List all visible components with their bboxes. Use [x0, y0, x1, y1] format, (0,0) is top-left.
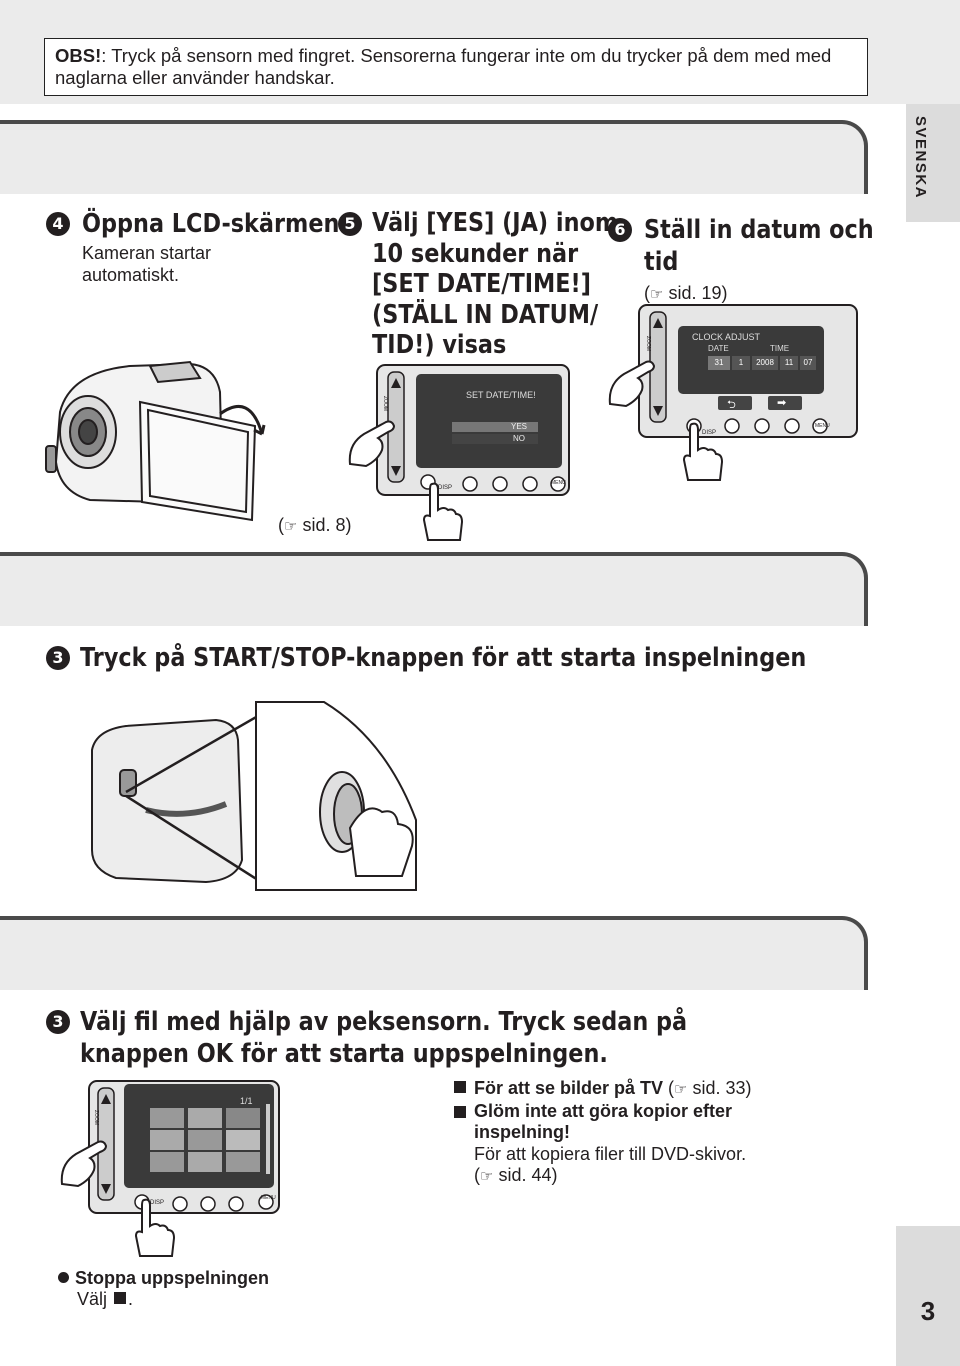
start-stop-illustration [91, 701, 417, 891]
hand-touch-icon [422, 482, 464, 541]
pointing-hand-icon: ☞ [480, 1168, 494, 1185]
step-number: 5 [338, 212, 362, 236]
step-title: Tryck på START/STOP-knappen för att star… [80, 643, 807, 673]
hand-pointing-icon [608, 360, 656, 408]
step-title: Välj [YES] (JA) inom 10 sekunder när [SE… [372, 208, 618, 361]
copy-text: För att kopiera filer till DVD-skivor. [474, 1143, 747, 1164]
playback-page-indicator: 1/1 [240, 1096, 253, 1106]
screen5-option-yes[interactable]: YES [510, 422, 527, 431]
camcorder-illustration [45, 360, 266, 522]
stop-square-icon [114, 1292, 127, 1304]
hand-pointing-icon [60, 1140, 108, 1188]
step-number: 3 [46, 646, 70, 670]
step-title: Välj fil med hjälp av peksensorn. Tryck … [80, 1006, 687, 1070]
page-number: 3 [920, 1296, 936, 1326]
screen6-minute-field[interactable]: 07 [803, 358, 813, 367]
stop-title: Stoppa uppspelningen [58, 1268, 269, 1289]
disp-label: DISP [438, 485, 453, 491]
title-line: [SET DATE/TIME!] [372, 269, 591, 299]
title-line: Välj [YES] (JA) inom [372, 208, 619, 238]
step-ref: (☞ sid. 19) [644, 283, 728, 303]
step4-ref: (☞ sid. 8) [278, 515, 352, 535]
title-line: (STÄLL IN DATUM/ [372, 299, 599, 330]
note-text: : Tryck på sensorn med fingret. Sensorer… [55, 45, 832, 88]
page-number-bar [896, 1226, 960, 1366]
tip-backup: Glöm inte att göra kopior efter inspelni… [454, 1101, 874, 1144]
screen6-title: CLOCK ADJUST [692, 332, 761, 342]
step-title: Öppna LCD-skärmen [82, 209, 340, 239]
title-line: 10 sekunder när [372, 238, 579, 269]
step-6: 6 Ställ in datum och tid (☞ sid. 19) [608, 214, 960, 306]
note-label: OBS! [55, 45, 102, 66]
language-label: SVENSKA [912, 116, 929, 200]
zoom-label: ZOOM [93, 1110, 99, 1125]
step-5: 5 Välj [YES] (JA) inom 10 sekunder när [… [338, 208, 658, 361]
section-bar-3 [0, 916, 868, 990]
section-bar-2 [0, 552, 868, 626]
bullet-icon [58, 1272, 69, 1283]
square-bullet-icon [454, 1081, 466, 1093]
screen6-time-label: TIME [770, 344, 790, 353]
stop-body: Välj . [77, 1289, 134, 1309]
zoom-label: ZOOM [382, 396, 388, 411]
tips-block: För att se bilder på TV (☞ sid. 33) Glöm… [454, 1078, 874, 1188]
zoom-label: ZOOM [645, 336, 651, 351]
stop-playback: Stoppa uppspelningen Välj . [58, 1268, 269, 1310]
square-bullet-icon [454, 1105, 466, 1118]
copy-ref: (☞ sid. 44) [474, 1165, 558, 1185]
title-line: knappen OK för att starta uppspelningen. [80, 1039, 608, 1069]
back-arrow-icon[interactable]: ⮌ [727, 399, 736, 411]
screen6-date-label: DATE [708, 344, 729, 353]
section2-step-3: 3 Tryck på START/STOP-knappen för att st… [46, 642, 925, 674]
device-panel-playback [88, 1080, 280, 1214]
menu-button[interactable]: MENU [261, 1195, 276, 1201]
step-body: Kameran startar automatiskt. [82, 243, 212, 285]
forward-arrow-icon[interactable]: ➡ [777, 397, 787, 409]
note-box: OBS!: Tryck på sensorn med fingret. Sens… [44, 38, 868, 96]
language-tab: SVENSKA [906, 104, 960, 222]
screen6-year-field[interactable]: 2008 [756, 358, 774, 367]
step-number: 3 [46, 1010, 70, 1034]
section3-step-3: 3 Välj fil med hjälp av peksensorn. Tryc… [46, 1006, 786, 1070]
screen6-month-field[interactable]: 1 [738, 358, 744, 367]
hand-touch-icon [134, 1198, 176, 1257]
device-panel-step5 [376, 364, 570, 496]
pointing-hand-icon: ☞ [284, 518, 298, 535]
hand-pointing-icon [348, 420, 396, 468]
menu-button[interactable]: MENU [551, 480, 566, 486]
step-number: 4 [46, 212, 70, 236]
device-panel-step6 [638, 304, 858, 438]
disp-label: DISP [150, 1200, 165, 1206]
pointing-hand-icon: ☞ [674, 1081, 688, 1098]
step-title: Ställ in datum och tid [644, 215, 874, 277]
screen6-hour-field[interactable]: 11 [784, 358, 794, 367]
title-line: TID!) visas [372, 330, 507, 360]
step-number: 6 [608, 218, 632, 242]
screen5-option-no[interactable]: NO [513, 434, 525, 443]
section-bar-1 [0, 120, 868, 194]
tip-tv: För att se bilder på TV (☞ sid. 33) [454, 1078, 874, 1101]
hand-touch-icon [682, 422, 724, 481]
menu-button[interactable]: MENU [815, 423, 830, 429]
pointing-hand-icon: ☞ [650, 286, 664, 303]
screen6-day-field[interactable]: 31 [714, 358, 724, 367]
screen5-title: SET DATE/TIME! [466, 390, 536, 400]
disp-label: DISP [702, 430, 717, 436]
step-4: 4 Öppna LCD-skärmen Kameran startar auto… [46, 208, 381, 286]
title-line: Välj fil med hjälp av peksensorn. Tryck … [80, 1007, 688, 1037]
